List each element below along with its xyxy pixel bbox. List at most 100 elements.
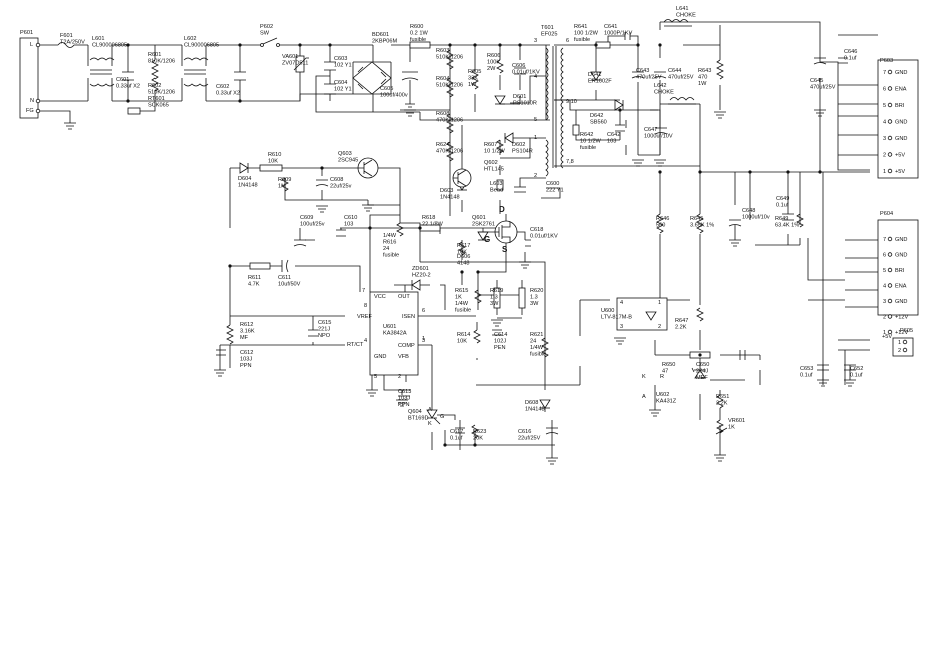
annotation-L: L xyxy=(30,42,33,48)
value-text: 470K/1206 xyxy=(436,149,463,155)
designator: Q602 xyxy=(484,160,498,166)
value-text: KA431Z xyxy=(656,399,677,405)
value-text: 0.2 1W xyxy=(410,31,428,37)
value-text: 1/4W xyxy=(530,345,544,351)
annotation-t4: 4 xyxy=(534,74,537,80)
value-text: 222 Y1 xyxy=(546,188,564,194)
designator: C610 xyxy=(344,215,357,221)
pin-signal: GND xyxy=(895,120,907,126)
value-text: 100K xyxy=(487,60,500,66)
annotation-u_vcc: VCC xyxy=(374,294,386,300)
pin-terminal xyxy=(887,267,893,273)
designator: R620 xyxy=(530,288,543,294)
designator: R612 xyxy=(240,322,253,328)
value-text: fusible xyxy=(410,37,426,43)
value-text: 22uf/25v xyxy=(330,184,352,190)
value-text: HTL145 xyxy=(484,167,504,173)
designator: R611 xyxy=(248,275,261,281)
designator: U601 xyxy=(383,324,396,330)
value-text: 24 xyxy=(383,246,389,252)
value-text: EF025 xyxy=(541,32,557,38)
value-text: 10uf/50V xyxy=(278,282,301,288)
designator: C606 xyxy=(512,63,525,69)
pin-number: 3 xyxy=(883,299,886,305)
annotation-t5: 5 xyxy=(534,117,537,123)
designator: R643 xyxy=(698,68,711,74)
value-text: ZV07D511 xyxy=(282,61,308,67)
ground-symbols xyxy=(64,109,856,465)
pin-terminal xyxy=(887,69,893,75)
annotation-u5: 5 xyxy=(374,374,377,380)
value-text: 0.33uf X2 xyxy=(116,84,140,90)
designator: C612 xyxy=(240,350,253,356)
annotation-o3: 3 xyxy=(620,324,623,330)
value-text: fusible xyxy=(455,308,471,314)
designator: R621 xyxy=(530,332,543,338)
value-text: HZ20-2 xyxy=(412,273,431,279)
pin-signal: +5V xyxy=(895,169,905,175)
annotation-u2: 2 xyxy=(398,374,401,380)
value-text: 0.1uf xyxy=(450,436,463,442)
designator: D603 xyxy=(440,188,453,194)
pin-signal: GND xyxy=(895,299,907,305)
designator: Q603 xyxy=(338,151,352,157)
value-text: 470uf/25V xyxy=(636,75,662,81)
designator: R615 xyxy=(455,288,468,294)
pin-number: 1 xyxy=(883,169,886,175)
value-text: 2.2K xyxy=(716,401,728,407)
annotation-o2: 2 xyxy=(658,324,661,330)
designator: R618 xyxy=(422,215,435,221)
designator: R646 xyxy=(656,216,669,222)
value-text: 22uf/25V xyxy=(518,436,541,442)
value-text: 1W xyxy=(698,81,707,87)
optocoupler-body xyxy=(616,297,668,331)
pin-terminal xyxy=(887,236,893,242)
designator: L602 xyxy=(184,36,196,42)
designator: C645 xyxy=(810,78,823,84)
designator: C649 xyxy=(776,196,789,202)
designator: R642 xyxy=(580,132,593,138)
value-text: 103 xyxy=(607,139,616,145)
value-text: 22 1/8W xyxy=(422,222,444,228)
designator: P601 xyxy=(20,30,33,36)
value-text: 560 xyxy=(656,223,665,229)
annotation-p605_5v: +5V xyxy=(882,334,892,340)
pin-signal: GND xyxy=(895,237,907,243)
pin-number: 5 xyxy=(883,268,886,274)
value-text: Bead xyxy=(490,188,503,194)
value-text: fusible xyxy=(383,253,399,259)
pin-signal: ENA xyxy=(895,284,907,290)
designator: C642 xyxy=(607,132,620,138)
annotation-o1: 1 xyxy=(658,300,661,306)
annotation-t6: 6 xyxy=(566,38,569,44)
designator: D641 xyxy=(588,72,601,78)
value-text: 2SC945 xyxy=(338,158,358,164)
designator: R601 xyxy=(148,52,161,58)
designator: R645 xyxy=(690,216,703,222)
designator: R651 xyxy=(716,394,729,400)
value-text: 0.01uf/1KV xyxy=(512,70,540,76)
designator: R623 xyxy=(473,429,486,435)
